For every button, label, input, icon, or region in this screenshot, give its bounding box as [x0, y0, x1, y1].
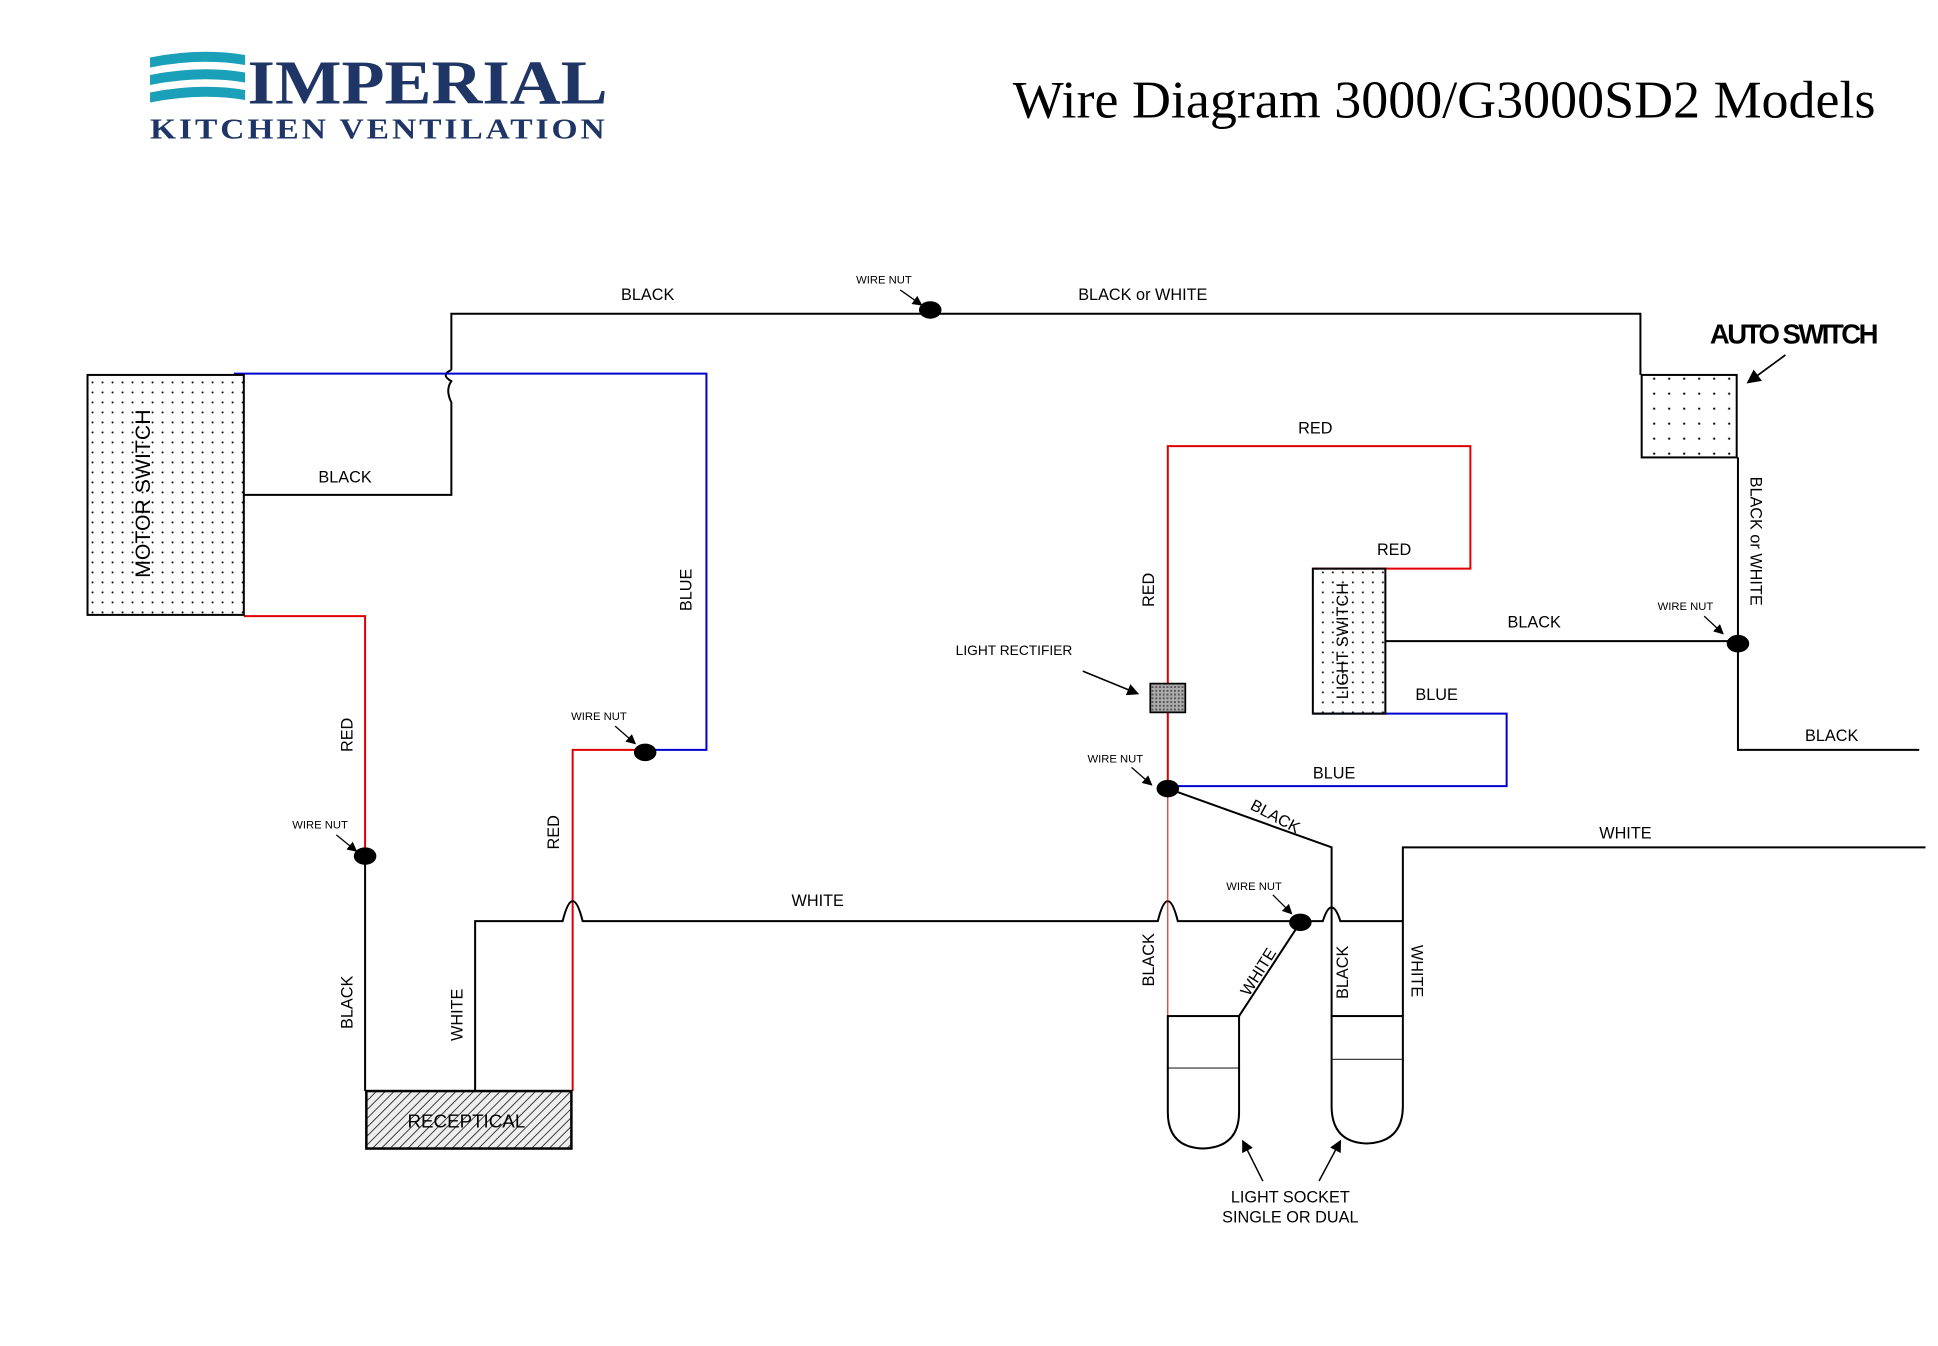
wire-label: RED	[1298, 420, 1332, 438]
wire-nut-rectifier: WIRE NUT	[1087, 753, 1180, 798]
socket1-white-wire	[1238, 921, 1302, 1017]
wire-label: WIRE NUT	[1226, 881, 1282, 893]
diag-black-wire	[1167, 787, 1333, 1017]
light-switch-label: LIGHT SWITCH	[1334, 583, 1352, 699]
wire-nut-top: WIRE NUT	[856, 275, 942, 319]
light-socket-label-2: SINGLE OR DUAL	[1222, 1208, 1358, 1226]
wire-label: RED	[545, 815, 563, 849]
wire-label: WIRE NUT	[856, 275, 912, 287]
wire-label: WHITE	[1237, 945, 1280, 999]
top-black-wire	[450, 312, 1642, 375]
main-white-wire	[474, 900, 1403, 1092]
logo-brand: IMPERIAL	[248, 48, 608, 118]
wires	[233, 312, 1926, 1092]
auto-switch-label: AUTO SWITCH	[1710, 319, 1877, 350]
light-socket-2	[1330, 1015, 1404, 1145]
wire-label: BLACK	[621, 286, 674, 304]
red-top-wire	[1166, 445, 1472, 790]
wire-label: WHITE	[1408, 945, 1426, 998]
page-title: Wire Diagram 3000/G3000SD2 Models	[1013, 71, 1876, 129]
wire-label: BLACK	[1140, 933, 1158, 986]
receptical-label: RECEPTICAL	[407, 1110, 525, 1131]
wire-nut-motor-red: WIRE NUT	[292, 820, 377, 865]
receptical: RECEPTICAL	[365, 1089, 573, 1150]
wire-label: BLUE	[1415, 686, 1458, 704]
receptical-red-wire	[571, 748, 646, 1092]
wire-label: WIRE NUT	[1087, 753, 1143, 765]
light-rectifier: LIGHT RECTIFIER	[956, 643, 1187, 714]
wire-labels: BLACK BLACK or WHITE BLACK BLUE RED BLAC…	[318, 286, 1858, 1041]
wire-label: BLACK	[1334, 946, 1352, 999]
wire-label: BLACK	[318, 468, 371, 486]
blue-wire	[233, 372, 708, 751]
wire-label: BLACK	[1247, 796, 1303, 837]
light-socket-label-1: LIGHT SOCKET	[1231, 1188, 1350, 1206]
light-switch: LIGHT SWITCH	[1311, 567, 1387, 715]
logo-tagline: KITCHEN VENTILATION	[150, 114, 608, 146]
imperial-logo: IMPERIAL KITCHEN VENTILATION	[150, 48, 608, 146]
wire-label: WIRE NUT	[571, 711, 627, 723]
wire-nut-socket: WIRE NUT	[1226, 881, 1312, 932]
wire-label: WIRE NUT	[1658, 601, 1714, 613]
wire-label: BLACK or WHITE	[1078, 286, 1207, 304]
wire-label: BLUE	[1313, 765, 1356, 783]
switch-blue-wire	[1167, 712, 1508, 788]
wire-label: BLACK	[1507, 613, 1560, 631]
auto-switch: AUTO SWITCH	[1640, 319, 1879, 459]
wire-nuts: WIRE NUT WIRE NUT WIRE NUT WIRE NUT WIRE…	[292, 275, 1750, 932]
wire-nut-auto: WIRE NUT	[1658, 601, 1750, 653]
light-socket-1	[1166, 1015, 1241, 1150]
motor-switch: MOTOR SWITCH	[86, 373, 245, 616]
auto-black-wire	[1736, 457, 1920, 751]
wire-label: BLUE	[677, 569, 695, 612]
wire-label: RED	[1140, 573, 1158, 607]
right-white-wire	[1401, 846, 1926, 1017]
wave-icon	[150, 51, 246, 103]
wire-label: RED	[339, 718, 357, 752]
wire-label: WIRE NUT	[292, 820, 348, 832]
wire-label: BLACK	[1805, 727, 1858, 745]
wire-label: WHITE	[1599, 825, 1652, 843]
wire-label: BLACK or WHITE	[1746, 477, 1764, 606]
wire-label: RED	[1377, 541, 1411, 559]
light-rectifier-label: LIGHT RECTIFIER	[956, 643, 1073, 658]
wire-nut-blue: WIRE NUT	[571, 711, 657, 762]
wire-label: BLACK	[339, 976, 357, 1029]
wire-label: WHITE	[792, 892, 845, 910]
motor-red-wire	[243, 615, 367, 857]
motor-switch-label: MOTOR SWITCH	[131, 409, 155, 577]
wire-label: WHITE	[449, 988, 467, 1041]
